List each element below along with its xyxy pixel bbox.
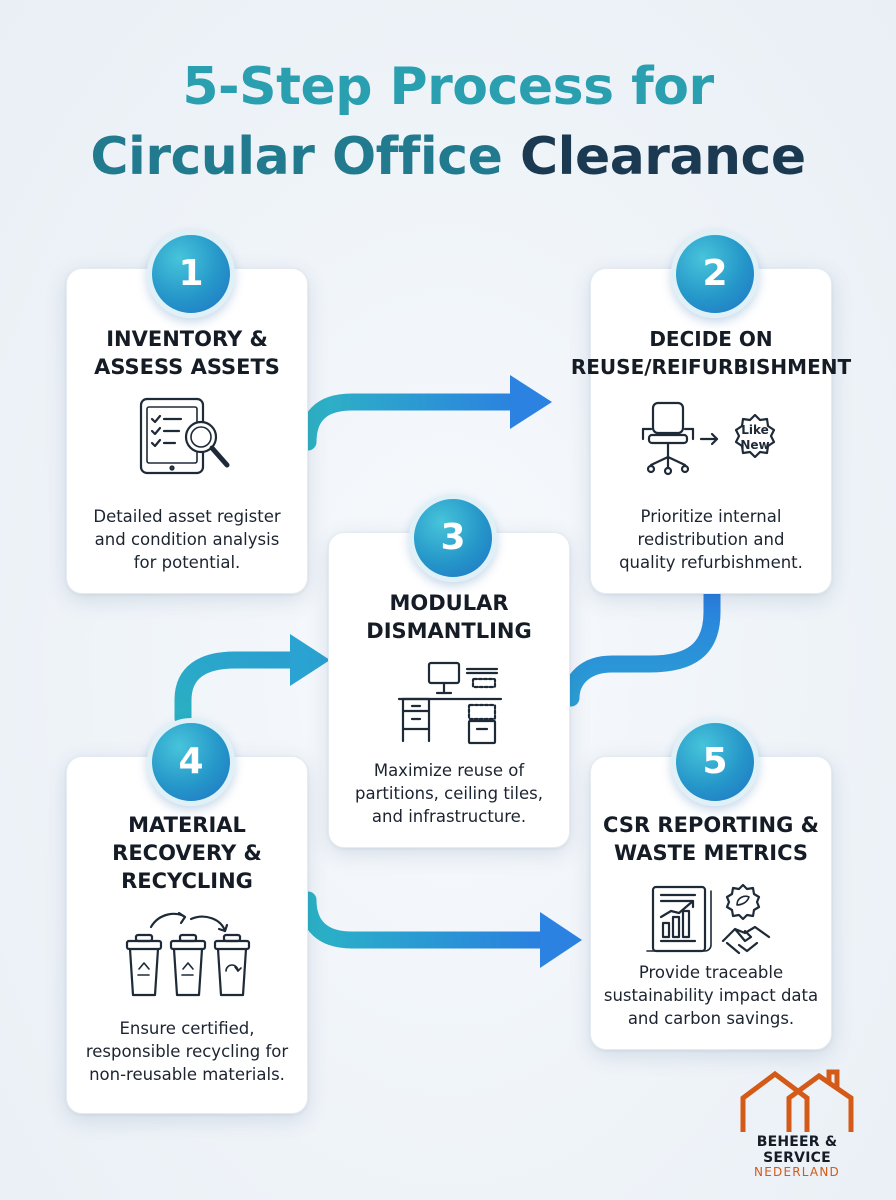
step-3-card: MODULAR DISMANTLING Maximize reuse of pa… <box>328 532 570 848</box>
step-2-description: Prioritize internal redistribution and q… <box>619 507 803 572</box>
arrow-step2-to-step3 <box>562 583 721 707</box>
arrow-step4-to-step3-head <box>290 634 330 686</box>
step-5-badge: 5 <box>671 718 759 806</box>
company-logo: BEHEER & SERVICE NEDERLAND <box>722 1068 872 1179</box>
step-4-card: MATERIAL RECOVERY & RECYCLING Ensure cer… <box>66 756 308 1114</box>
step-1-badge: 1 <box>147 230 235 318</box>
arrow-step1-to-step2-head <box>510 375 552 429</box>
step-3-heading: MODULAR DISMANTLING <box>366 591 532 643</box>
house-roofs-logo-icon <box>740 1069 854 1132</box>
arrow-step4-to-step3 <box>174 651 304 727</box>
tablet-checklist-magnifier-icon <box>135 397 239 475</box>
step-3-description: Maximize reuse of partitions, ceiling ti… <box>355 761 543 826</box>
arrow-step4-to-step5 <box>299 891 554 949</box>
step-4-badge: 4 <box>147 718 235 806</box>
step-4-description: Ensure certified, responsible recycling … <box>85 1019 289 1084</box>
step-5-heading: CSR REPORTING & WASTE METRICS <box>603 813 819 865</box>
step-1-card: INVENTORY & ASSESS ASSETS Detailed asset… <box>66 268 308 594</box>
step-2-badge: 2 <box>671 230 759 318</box>
recycling-bins-icon <box>121 907 253 1003</box>
title-line-1: 5-Step Process for <box>182 57 714 117</box>
title-line-2: Circular Office Clearance <box>0 122 896 192</box>
title-line-2a: Circular Office <box>90 127 503 187</box>
step-5-description: Provide traceable sustainability impact … <box>603 963 819 1028</box>
logo-subtitle: NEDERLAND <box>754 1165 840 1179</box>
step-1-description: Detailed asset register and condition an… <box>93 507 281 572</box>
step-3-badge: 3 <box>409 494 497 582</box>
step-1-heading: INVENTORY & ASSESS ASSETS <box>94 327 280 379</box>
step-2-heading: DECIDE ON REUSE/REIFURBISHMENT <box>570 327 852 379</box>
report-handshake-icon <box>641 881 781 961</box>
arrow-step1-to-step2 <box>299 393 524 451</box>
logo-name: BEHEER & SERVICE <box>756 1134 838 1166</box>
infographic-title: 5-Step Process for Circular Office Clear… <box>0 52 896 192</box>
desk-workstation-icon <box>395 659 505 749</box>
arrow-step4-to-step5-head <box>540 912 582 968</box>
step-4-heading: MATERIAL RECOVERY & RECYCLING <box>112 813 262 893</box>
title-line-2b: Clearance <box>519 127 806 187</box>
